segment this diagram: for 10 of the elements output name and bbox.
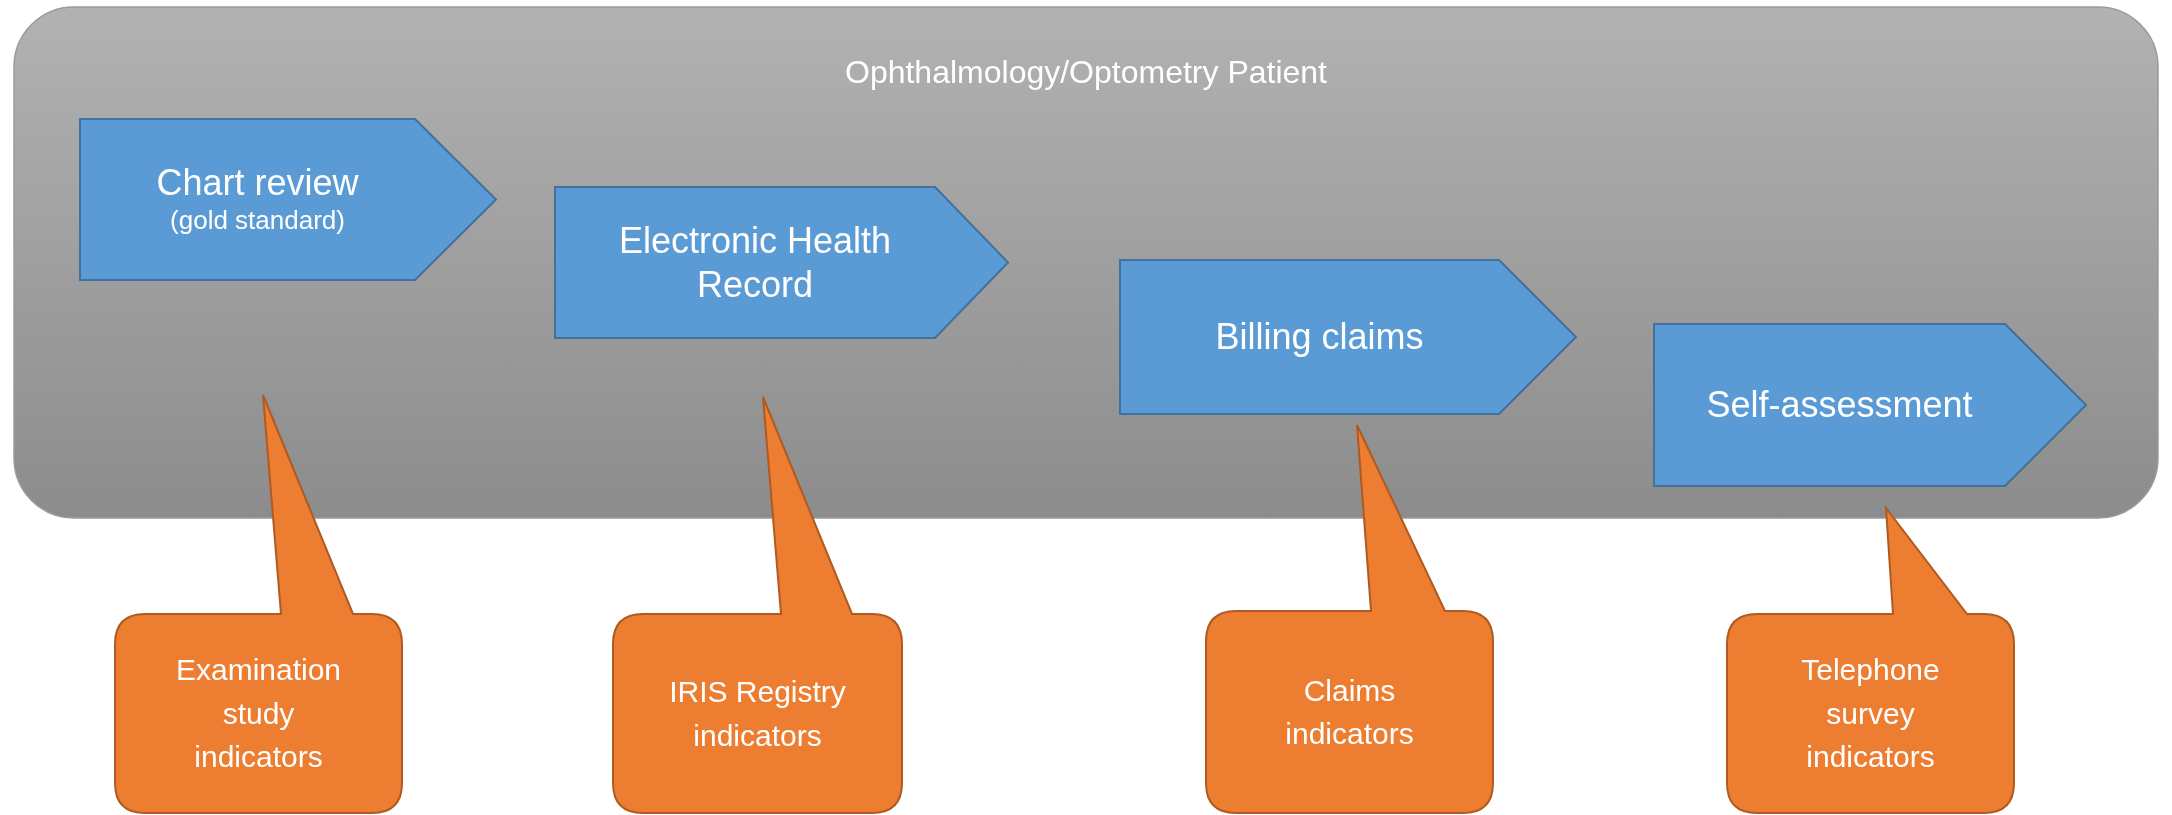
step-label: Self-assessment	[1706, 383, 1973, 427]
step-label: Billing claims	[1215, 315, 1424, 359]
callout-text: Telephone survey indicators	[1800, 652, 1941, 776]
step-note: (gold standard)	[170, 204, 345, 238]
callout-text: IRIS Registry indicators	[668, 674, 847, 754]
panel-title: Ophthalmology/Optometry Patient	[845, 53, 1327, 91]
step-label: Chart review	[156, 161, 359, 205]
callout-text: Claims indicators	[1284, 672, 1415, 752]
step-label: Electronic Health Record	[617, 219, 893, 306]
callout-text: Examination study indicators	[174, 652, 343, 776]
